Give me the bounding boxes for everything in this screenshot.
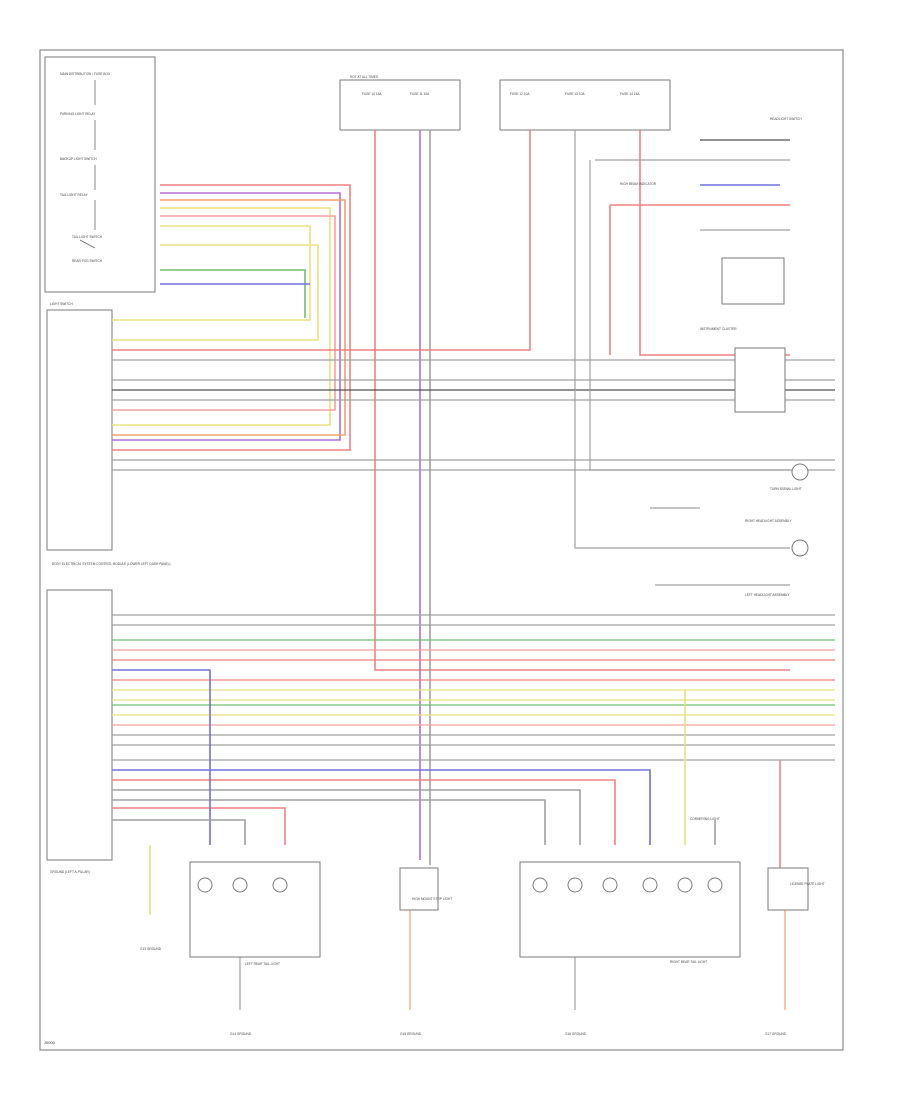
turn-signal-label: TURN SIGNAL LIGHT xyxy=(770,487,802,491)
module-label: BODY ELECTRICAL SYSTEM CONTROL MODULE (L… xyxy=(52,562,170,566)
headlight-bulb-icon xyxy=(791,539,809,557)
left-tail-assembly xyxy=(189,861,321,958)
panel-item-5: TAIL LIGHT SWITCH xyxy=(72,235,103,239)
wire-3 xyxy=(112,207,331,426)
center-light-label: HIGH MOUNT STOP LIGHT xyxy=(412,897,452,901)
plate-light-label: LICENSE PLATE LIGHT xyxy=(790,882,825,886)
connector-block xyxy=(721,257,785,305)
module-connector-lower xyxy=(46,589,113,861)
bulb-icon-1 xyxy=(232,877,248,893)
high-mount-stop-light xyxy=(399,867,439,911)
right-component-panel: HEADLIGHT SWITCH TURN SIGNAL LIGHT HIGH … xyxy=(620,117,809,821)
wire-39 xyxy=(112,669,211,845)
ground-g14: G14 GROUND xyxy=(230,1032,252,1036)
wire-1 xyxy=(112,192,341,441)
panel-item-4: TAIL LIGHT RELAY xyxy=(60,193,89,197)
panel-item-6: REAR FOG SWITCH xyxy=(72,259,103,263)
bottom-assemblies: LEFT REAR TAIL LIGHT HIGH MOUNT STOP LIG… xyxy=(140,861,825,1036)
wire-0 xyxy=(112,184,351,451)
wire-13 xyxy=(639,130,790,356)
ground-label: GROUND (LEFT A-PILLAR) xyxy=(50,870,90,874)
figure-number: J0000 xyxy=(44,1040,56,1045)
ground-g17: G17 GROUND xyxy=(765,1032,787,1036)
wire-35 xyxy=(112,779,616,845)
ground-g16: G16 GROUND xyxy=(565,1032,587,1036)
license-plate-light xyxy=(767,867,809,911)
fuse-block-header: HOT AT ALL TIMES xyxy=(350,75,378,79)
bulb-icon-2 xyxy=(272,877,288,893)
diagram-frame xyxy=(39,49,844,1051)
module-connector-upper xyxy=(46,309,113,551)
left-switch-panel: MAIN DISTRIBUTION / FUSE BOX PARKING LIG… xyxy=(44,56,156,293)
turn-signal-bulb-icon xyxy=(791,463,809,481)
panel-item-1: MAIN DISTRIBUTION / FUSE BOX xyxy=(60,72,111,76)
bulb-icon-0 xyxy=(197,877,213,893)
wire-6 xyxy=(112,244,319,341)
high-beam-label: HIGH BEAM INDICATOR xyxy=(620,182,657,186)
wire-34 xyxy=(112,769,651,845)
cluster-connector xyxy=(734,347,786,413)
fuse-4: FUSE 13 10A xyxy=(565,92,585,96)
wire-36 xyxy=(112,789,581,845)
left-tail-label: LEFT REAR TAIL LIGHT xyxy=(245,962,280,966)
bulb-icon-6 xyxy=(642,877,658,893)
headlight-switch-label: HEADLIGHT SWITCH xyxy=(770,117,802,121)
wire-4 xyxy=(112,215,336,411)
wire-40 xyxy=(112,819,246,845)
panel-item-2: PARKING LIGHT RELAY xyxy=(60,112,96,116)
wire-group xyxy=(112,130,835,1010)
wire-5 xyxy=(112,225,311,321)
fuse-block: HOT AT ALL TIMES FUSE 10 15A FUSE 11 10A… xyxy=(339,75,671,131)
light-switch-label: LIGHT SWITCH xyxy=(50,302,73,306)
wire-7 xyxy=(160,269,306,318)
fuse-1: FUSE 10 15A xyxy=(362,92,382,96)
bulb-icon-4 xyxy=(567,877,583,893)
instrument-cluster-label: INSTRUMENT CLUSTER xyxy=(700,327,737,331)
right-tail-assembly xyxy=(519,861,741,958)
right-headlight-label: RIGHT HEADLIGHT ASSEMBLY xyxy=(745,519,792,523)
ground-g15: G15 GROUND xyxy=(400,1032,422,1036)
bulb-icon-5 xyxy=(602,877,618,893)
wire-37 xyxy=(112,799,546,845)
cornering-light-label: CORNERING LIGHT xyxy=(690,817,720,821)
fuse-3: FUSE 12 10A xyxy=(510,92,530,96)
ground-g13: G13 GROUND xyxy=(140,947,162,951)
right-tail-label: RIGHT REAR TAIL LIGHT xyxy=(670,960,707,964)
bulb-icon-3 xyxy=(532,877,548,893)
wire-12 xyxy=(112,130,531,351)
wire-38 xyxy=(112,807,286,845)
bulb-icon-7 xyxy=(677,877,693,893)
left-headlight-label: LEFT HEADLIGHT ASSEMBLY xyxy=(745,593,790,597)
wire-2 xyxy=(112,199,346,436)
panel-item-3: BACKUP LIGHT SWITCH xyxy=(60,157,97,161)
wire-9 xyxy=(374,130,790,671)
fuse-2: FUSE 11 10A xyxy=(410,92,430,96)
fuse-5: FUSE 14 15A xyxy=(620,92,640,96)
bulb-icon-8 xyxy=(707,877,723,893)
wire-52 xyxy=(589,160,790,471)
wire-53 xyxy=(574,130,790,549)
